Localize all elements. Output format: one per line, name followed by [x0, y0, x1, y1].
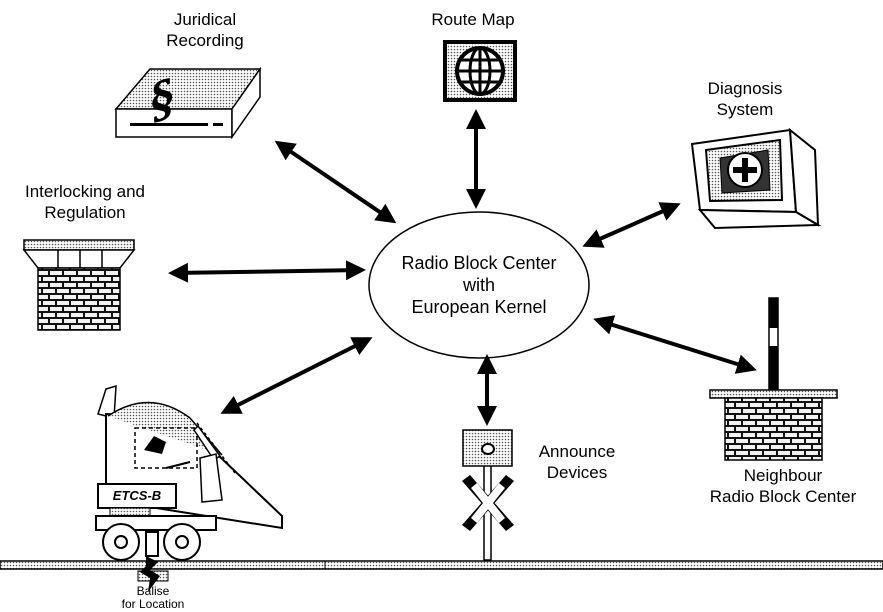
brick-antenna-icon [709, 297, 838, 461]
rail-track [0, 560, 883, 570]
route-map-label: Route Map [431, 10, 515, 29]
brick-tower-icon [22, 239, 136, 331]
neighbour-rbc-label: Neighbour Radio Block Center [709, 466, 857, 506]
announce-devices-label: Announce Devices [538, 442, 616, 482]
level-crossing-icon [462, 429, 514, 561]
etcs-b-badge: ETCS-B [112, 488, 162, 503]
arrow-interlocking [168, 260, 366, 283]
connection-arrows [168, 109, 757, 426]
arrow-juridical [274, 140, 397, 224]
arrow-neighbour [593, 315, 757, 374]
svg-text:§: § [151, 67, 174, 133]
train-cab-icon [95, 384, 283, 561]
balise-icon [137, 556, 169, 592]
interlocking-regulation-label: Interlocking and Regulation [24, 182, 146, 222]
balise-label: Balise for Location [121, 584, 185, 611]
diagnosis-system-label: Diagnosis System [707, 79, 783, 119]
arrow-diagnosis [582, 202, 681, 248]
arrow-train [220, 337, 373, 414]
rbc-center-label: Radio Block Center with European Kernel [401, 253, 557, 317]
juridical-recording-label: Juridical Recording [166, 10, 244, 50]
globe-icon [443, 40, 517, 102]
paragraph-sign-box-icon: § [114, 66, 262, 140]
monitor-plus-icon [690, 127, 822, 230]
